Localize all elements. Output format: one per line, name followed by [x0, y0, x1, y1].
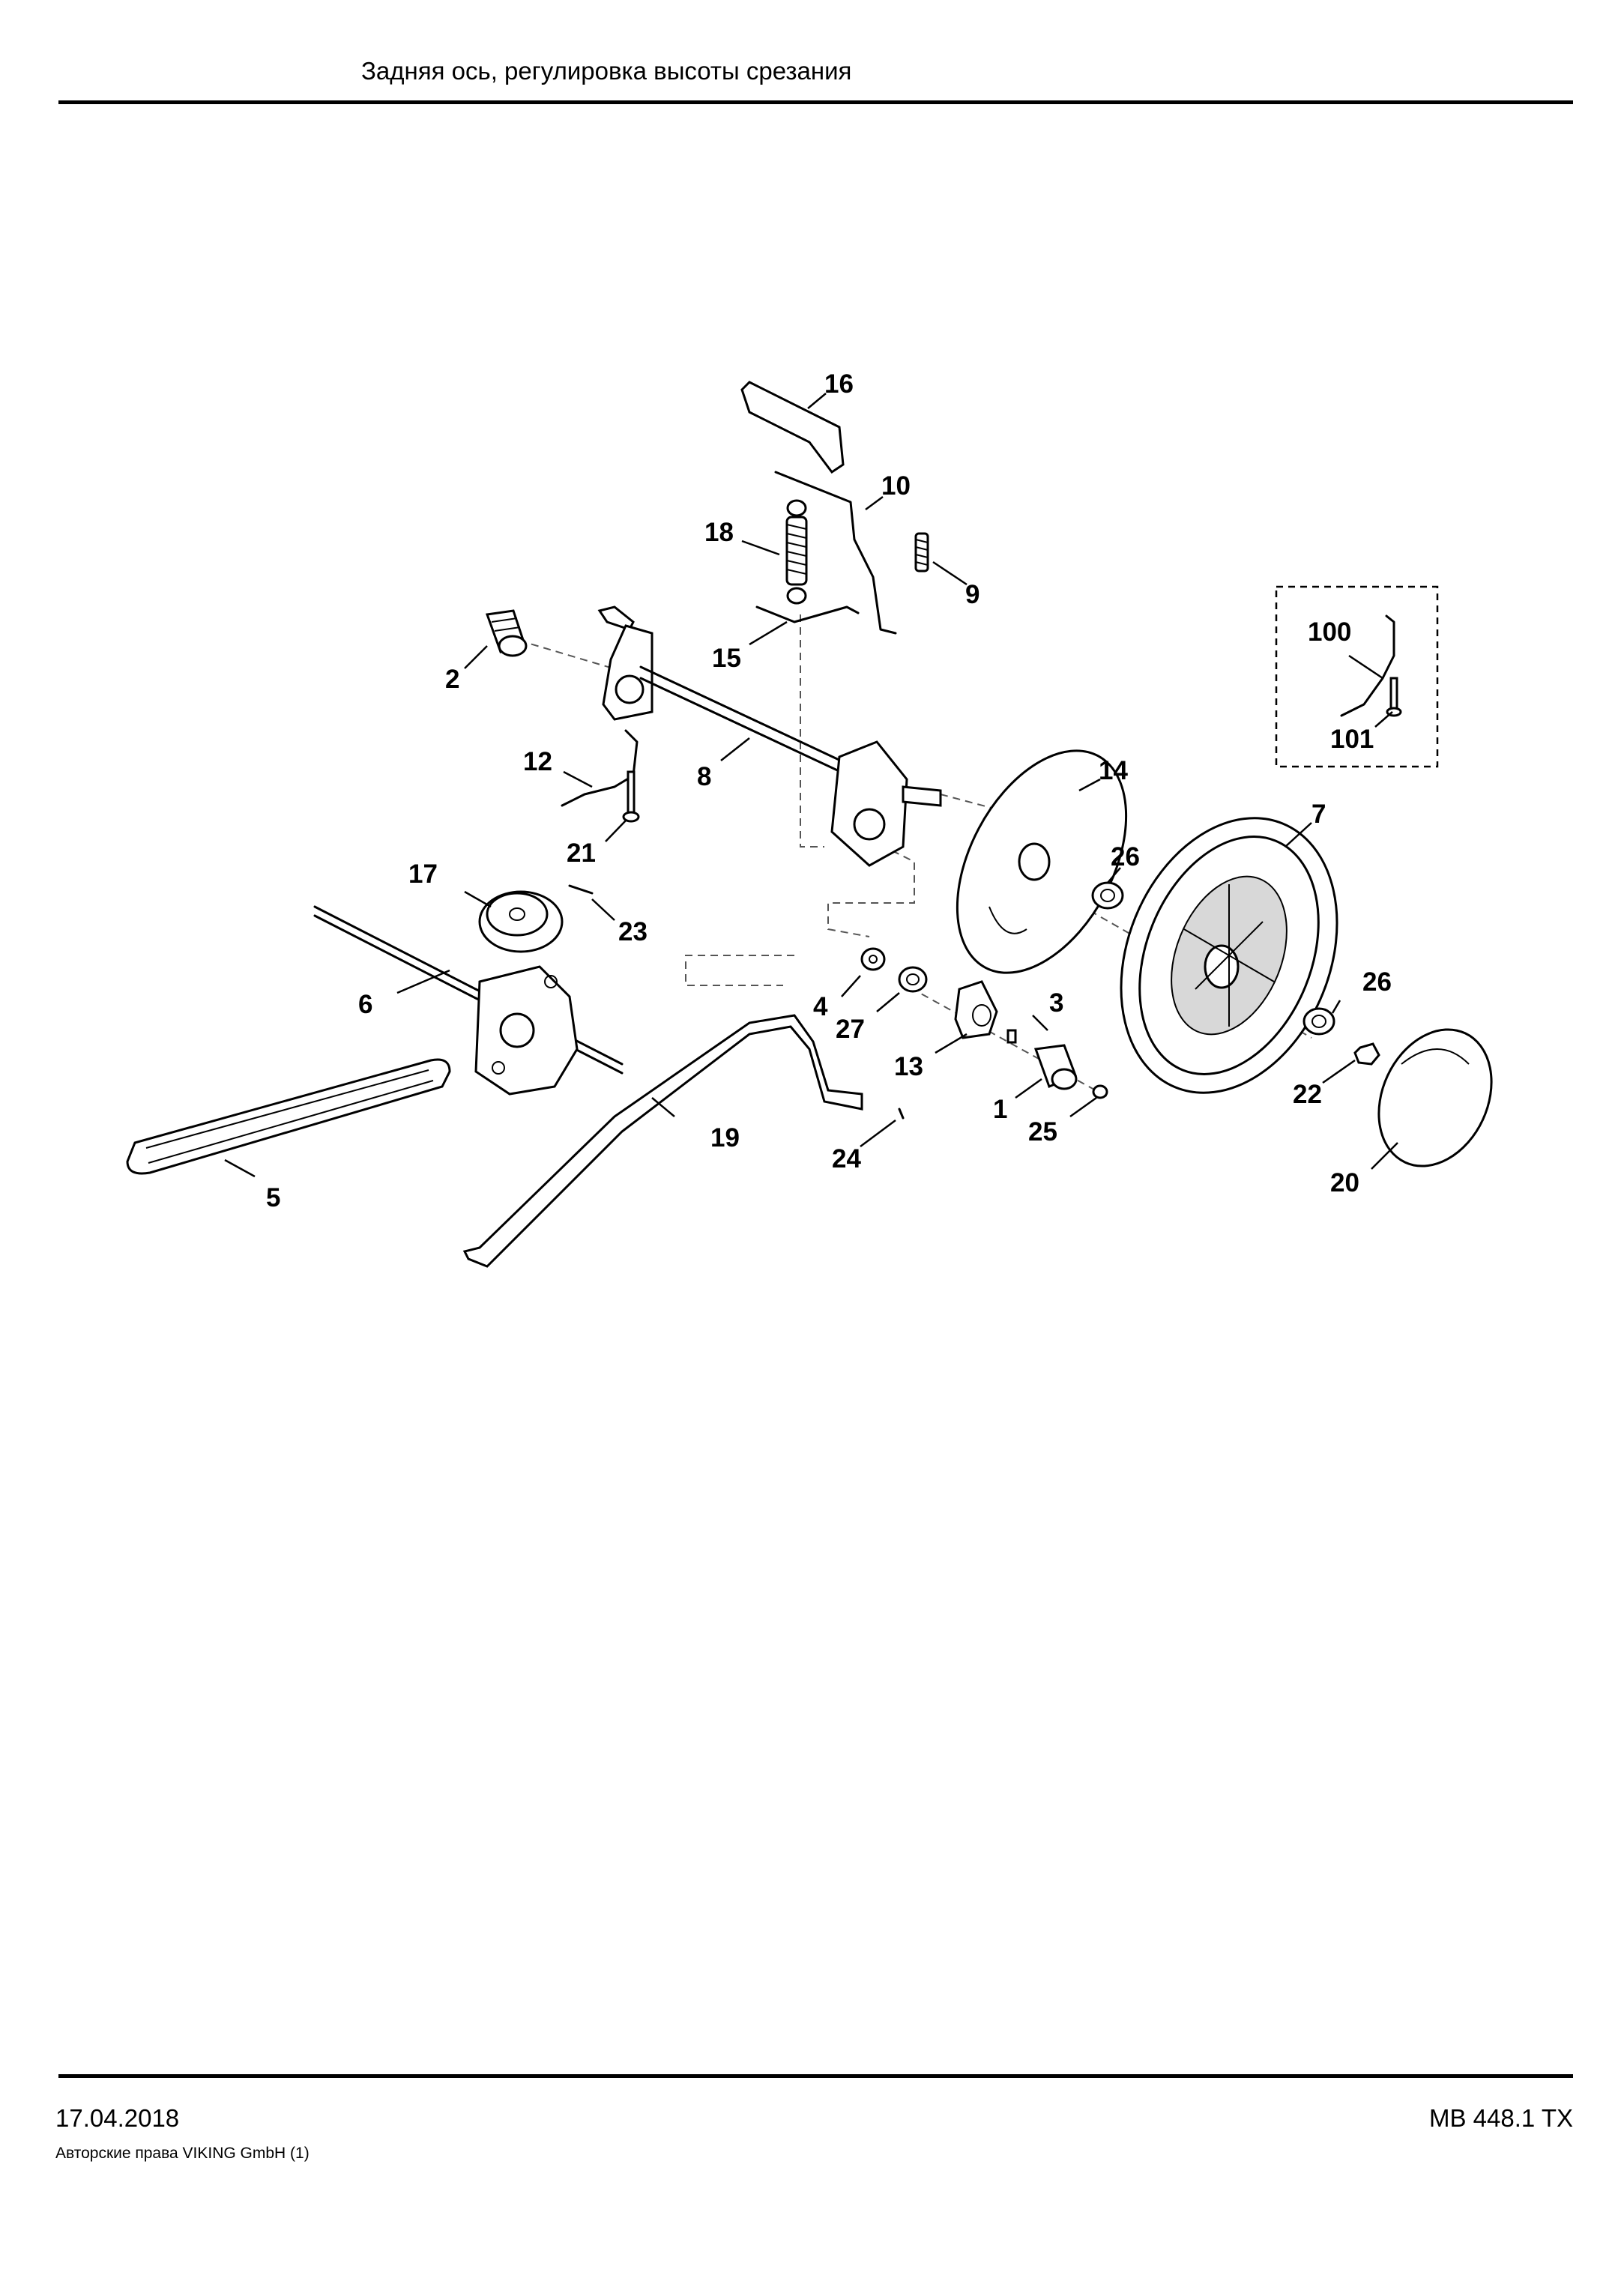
callout-label-4: 4 — [813, 992, 828, 1021]
part-25-clip-shape — [1092, 1084, 1108, 1099]
callout-label-15: 15 — [712, 644, 741, 673]
part-16-lever-shape — [740, 381, 845, 474]
part-5-belt-shape — [126, 1058, 451, 1175]
part-24-pin-shape — [898, 1108, 905, 1120]
part-9-spring-shape — [914, 532, 929, 573]
part-22-nut-shape — [1353, 1042, 1380, 1066]
part-15-wire-shape — [755, 605, 860, 623]
callout-label-19: 19 — [710, 1123, 740, 1152]
callout-label-17: 17 — [408, 860, 438, 889]
assembly-guide-line — [685, 955, 794, 986]
callout-label-27: 27 — [836, 1015, 865, 1044]
callout-label-26-lower: 26 — [1362, 967, 1392, 997]
callout-label-22: 22 — [1293, 1080, 1322, 1109]
part-8-axle-shape — [597, 605, 942, 867]
part-2-gear-shape — [485, 609, 528, 657]
part-19-bracket-shape — [462, 1014, 863, 1268]
assembly-guide-line — [940, 794, 997, 810]
part-21-screw-shape — [622, 770, 640, 823]
part-1-gear-shape — [1033, 1044, 1078, 1090]
part-4-washer-shape — [860, 947, 886, 971]
callout-label-9: 9 — [965, 580, 979, 609]
callout-label-100: 100 — [1308, 617, 1351, 647]
callout-label-5: 5 — [266, 1183, 280, 1212]
part-13-clutch-shape — [954, 980, 998, 1039]
callout-label-16: 16 — [824, 369, 854, 399]
part-23-pin-shape — [568, 884, 594, 895]
footer-rule — [58, 2074, 1573, 2078]
callout-label-101: 101 — [1330, 725, 1374, 754]
part-18-spring-shape — [785, 499, 808, 605]
callout-label-6: 6 — [358, 990, 372, 1019]
callout-label-1: 1 — [993, 1095, 1007, 1124]
callout-label-18: 18 — [704, 518, 734, 547]
part-26-bushing-shape — [1091, 881, 1124, 910]
assembly-guide-line — [899, 981, 1110, 1099]
part-17-pulley-shape — [478, 890, 564, 953]
inset-box-100-101 — [1275, 585, 1439, 768]
callout-label-14: 14 — [1099, 756, 1128, 785]
assembly-guide-line — [827, 839, 915, 937]
part-10-wire-shape — [774, 471, 897, 635]
callout-label-2: 2 — [445, 665, 459, 694]
footer-model: MB 448.1 TX — [1429, 2104, 1573, 2132]
header-rule — [58, 100, 1573, 104]
part-27-bushing-shape — [898, 966, 928, 993]
part-12-wire-shape — [561, 729, 639, 807]
part-6-gearbox-shape — [313, 905, 624, 1096]
part-20-hubcap-shape — [1377, 1028, 1493, 1167]
callout-label-26: 26 — [1111, 842, 1140, 871]
assembly-guide-line — [800, 614, 824, 848]
part-7-wheel-shape — [1120, 817, 1338, 1094]
callout-label-7: 7 — [1311, 800, 1326, 829]
page-title: Задняя ось, регулировка высоты срезания — [361, 57, 852, 85]
callout-label-10: 10 — [881, 471, 911, 501]
callout-label-23: 23 — [618, 917, 648, 946]
footer-copyright: Авторские права VIKING GmbH (1) — [55, 2145, 310, 2162]
part-101-screw-shape — [1386, 677, 1402, 717]
callout-label-24: 24 — [832, 1144, 861, 1173]
callout-label-12: 12 — [523, 747, 552, 776]
part-100-wire-shape — [1340, 614, 1395, 717]
callout-label-20: 20 — [1330, 1168, 1359, 1197]
callout-label-25: 25 — [1028, 1117, 1057, 1147]
part-3-key-shape — [1006, 1029, 1017, 1044]
callout-label-13: 13 — [894, 1052, 923, 1081]
callout-label-8: 8 — [697, 762, 711, 791]
callout-label-21: 21 — [567, 839, 596, 868]
callout-leader-lines — [224, 393, 1398, 1178]
callout-label-3: 3 — [1049, 988, 1063, 1018]
part-26-bushing-lower-shape — [1302, 1007, 1335, 1036]
footer-date: 17.04.2018 — [55, 2104, 180, 2132]
